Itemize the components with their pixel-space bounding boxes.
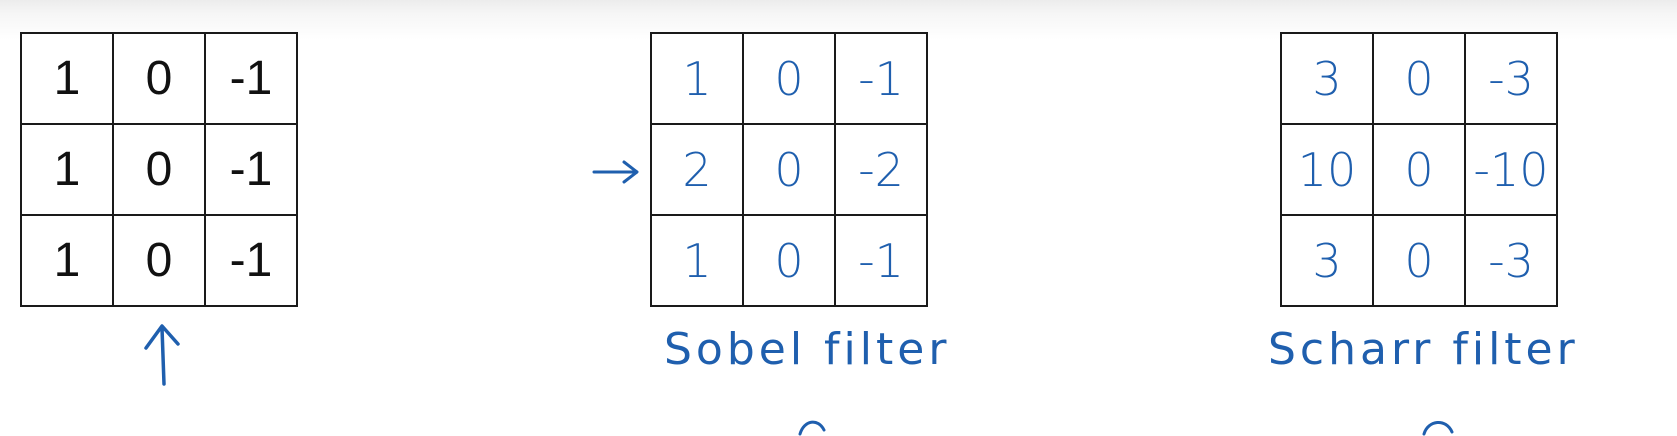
arrow-right-icon [592, 160, 639, 184]
matrix-cell: -1 [836, 216, 928, 307]
scharr-filter-matrix: 3 0 -3 10 0 -10 3 0 -3 [1280, 32, 1558, 307]
matrix-cell: -1 [206, 125, 298, 216]
matrix-cell: -2 [836, 125, 928, 216]
matrix-cell: 1 [652, 216, 744, 307]
matrix-cell: -10 [1466, 125, 1558, 216]
matrix-cell: 10 [1282, 125, 1374, 216]
sobel-filter-matrix: 1 0 -1 2 0 -2 1 0 -1 [650, 32, 928, 307]
matrix-cell: -1 [206, 34, 298, 125]
matrix-cell: 0 [114, 125, 206, 216]
matrix-cell: 1 [22, 216, 114, 307]
matrix-cell: 3 [1282, 34, 1374, 125]
matrix-cell: 1 [22, 34, 114, 125]
matrix-cell: -1 [836, 34, 928, 125]
matrix-cell: 0 [744, 216, 836, 307]
matrix-cell: 3 [1282, 216, 1374, 307]
matrix-cell: 0 [744, 34, 836, 125]
matrix-cell: -3 [1466, 34, 1558, 125]
matrix-cell: 0 [1374, 34, 1466, 125]
matrix-cell: 0 [114, 216, 206, 307]
matrix-cell: 0 [1374, 125, 1466, 216]
partial-stroke-icon [798, 420, 826, 436]
vertical-edge-filter-matrix: 1 0 -1 1 0 -1 1 0 -1 [20, 32, 298, 307]
matrix-cell: -3 [1466, 216, 1558, 307]
matrix-cell: 0 [744, 125, 836, 216]
matrix-cell: -1 [206, 216, 298, 307]
matrix-cell: 2 [652, 125, 744, 216]
sobel-filter-label: Sobel filter [664, 324, 951, 375]
arrow-up-icon [144, 324, 180, 386]
matrix-cell: 1 [652, 34, 744, 125]
matrix-cell: 0 [114, 34, 206, 125]
matrix-cell: 0 [1374, 216, 1466, 307]
matrix-cell: 1 [22, 125, 114, 216]
partial-stroke-icon [1422, 421, 1454, 436]
scharr-filter-label: Scharr filter [1268, 324, 1579, 375]
